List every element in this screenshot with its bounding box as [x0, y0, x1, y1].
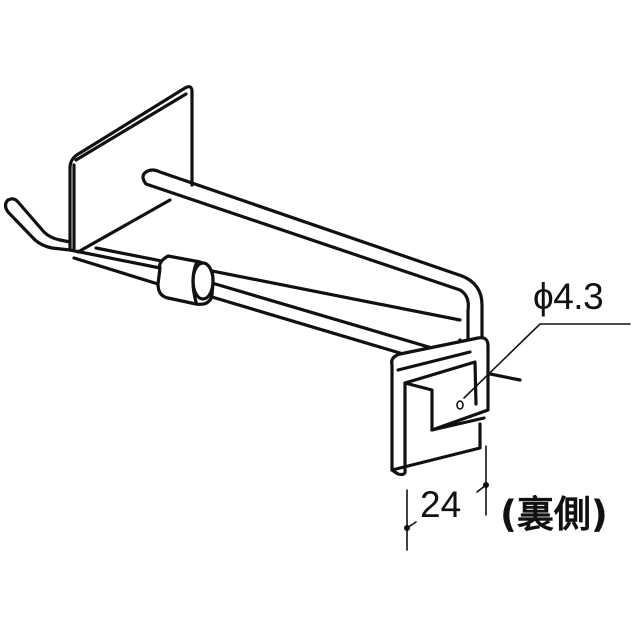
back-plate [68, 85, 194, 250]
mounting-hole [456, 400, 464, 410]
lower-rod [68, 248, 474, 366]
hole-leader-line [463, 323, 631, 399]
sleeve-spacer [156, 254, 215, 306]
bracket-depth-dimension: 24 [420, 484, 462, 525]
dimension-lines [404, 445, 489, 551]
upper-rod [141, 168, 484, 344]
mounting-bracket [390, 336, 490, 477]
hole-diameter-label: ϕ4.3 [533, 276, 604, 317]
back-side-note: (裏側) [500, 493, 608, 536]
hook-tip-left [3, 197, 72, 252]
